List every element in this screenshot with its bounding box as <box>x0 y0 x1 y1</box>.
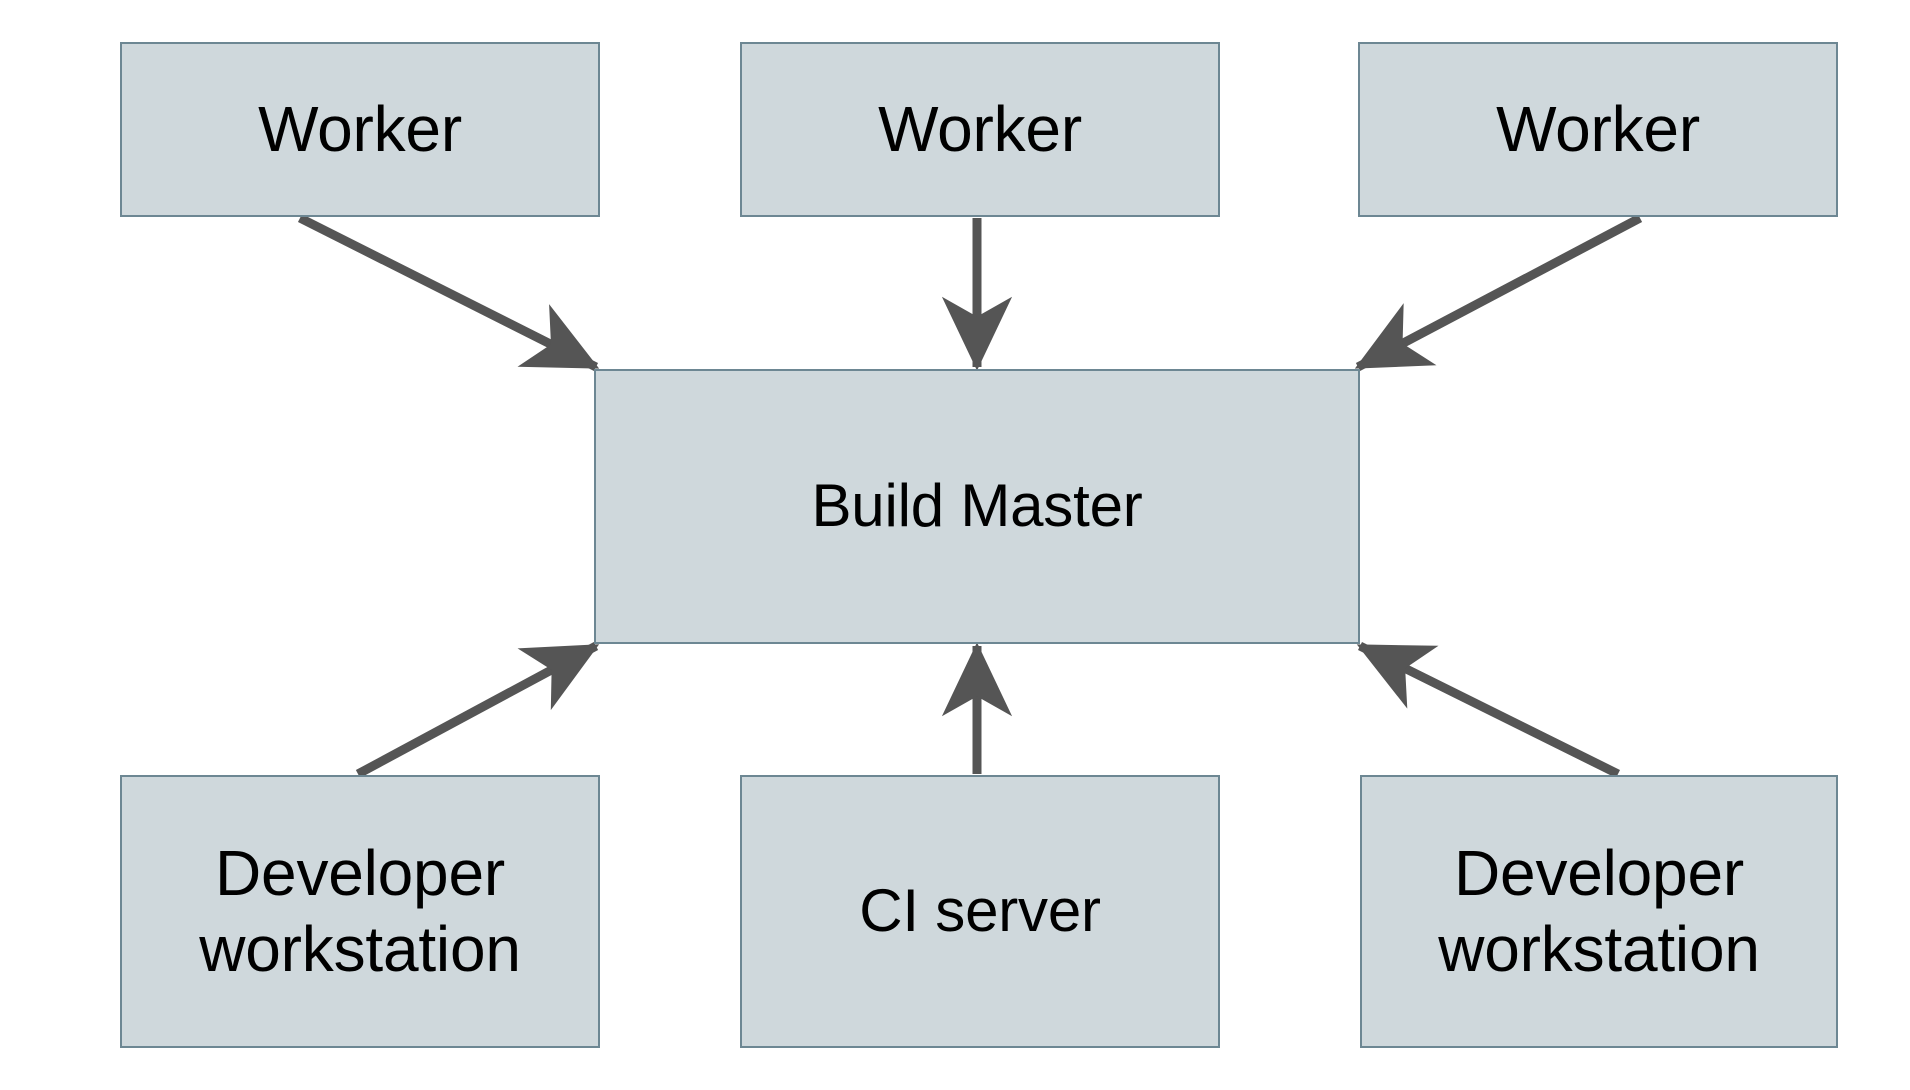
node-label: CI server <box>859 877 1101 945</box>
node-label: Build Master <box>811 472 1143 540</box>
node-developer-workstation-right[interactable]: Developer workstation <box>1360 775 1838 1048</box>
edge-worker-left-to-build-master <box>297 213 600 372</box>
node-build-master[interactable]: Build Master <box>594 369 1360 644</box>
node-label: Developer workstation <box>199 836 521 985</box>
edge-dev-left-to-build-master <box>355 642 600 778</box>
edge-worker-right-to-build-master <box>1354 214 1643 371</box>
node-label: Worker <box>1496 92 1700 165</box>
node-worker-mid[interactable]: Worker <box>740 42 1220 217</box>
node-label: Developer workstation <box>1438 836 1760 985</box>
node-developer-workstation-left[interactable]: Developer workstation <box>120 775 600 1048</box>
node-label: Worker <box>878 92 1082 165</box>
node-worker-right[interactable]: Worker <box>1358 42 1838 217</box>
edge-dev-right-to-build-master <box>1356 641 1620 779</box>
node-label: Worker <box>258 92 462 165</box>
node-ci-server[interactable]: CI server <box>740 775 1220 1048</box>
node-worker-left[interactable]: Worker <box>120 42 600 217</box>
